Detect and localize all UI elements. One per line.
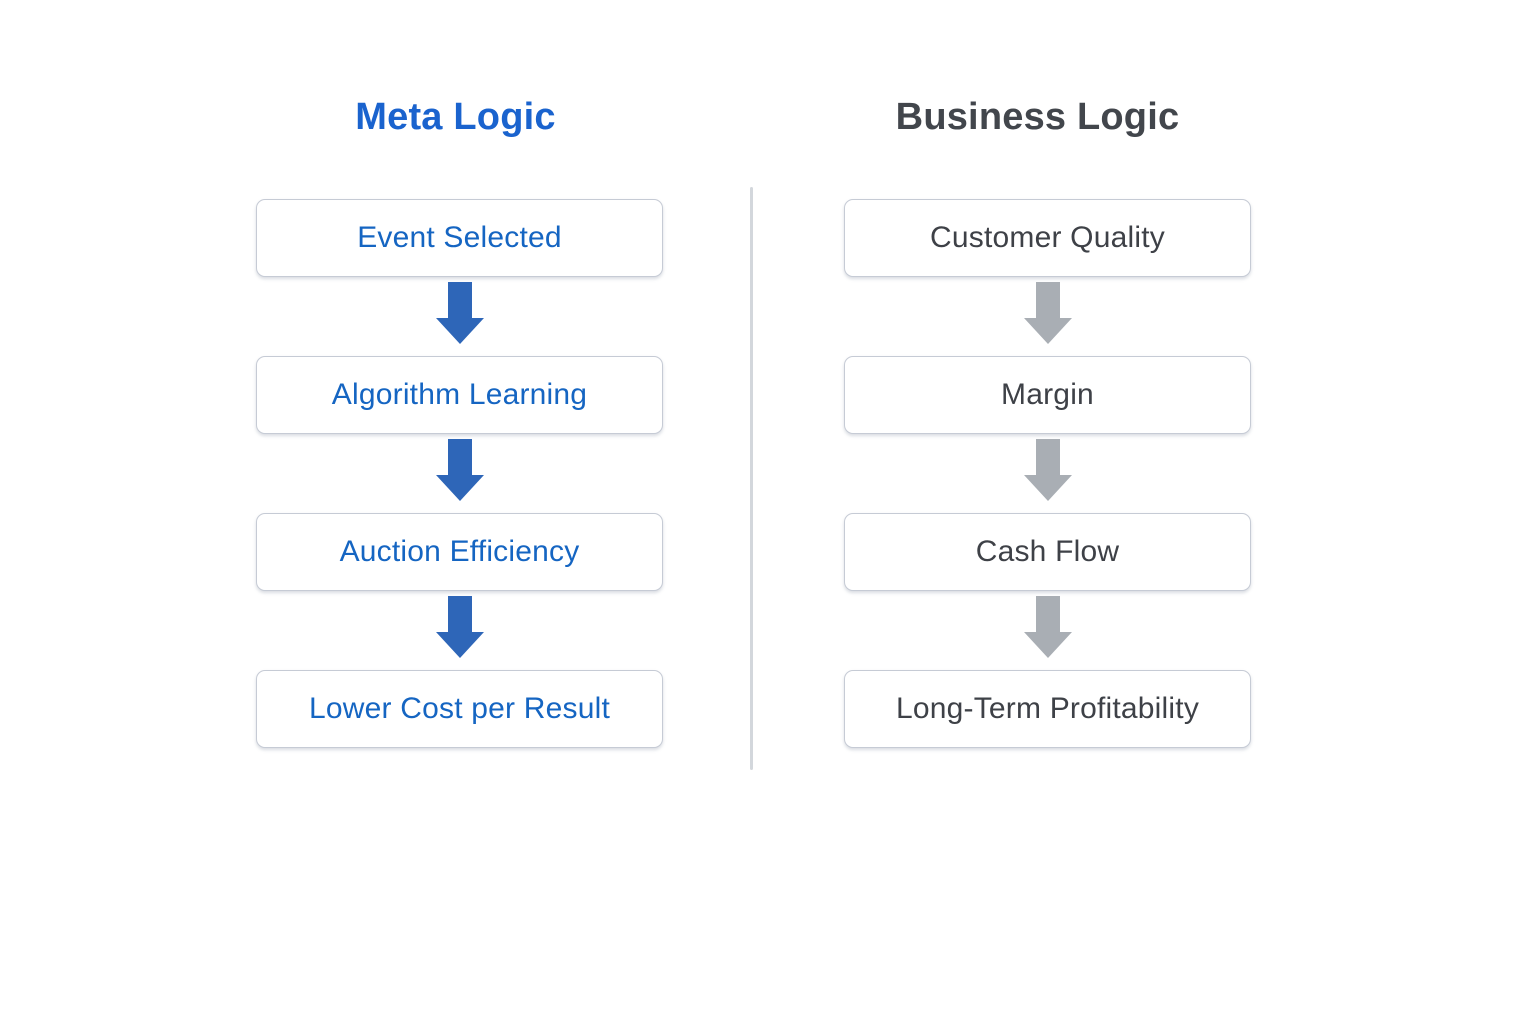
down-arrow-icon <box>435 439 484 501</box>
business-logic-title: Business Logic <box>895 96 1180 138</box>
step-box-long-term-profitability: Long-Term Profitability <box>844 670 1251 748</box>
meta-logic-title: Meta Logic <box>355 96 556 138</box>
business-logic-flow: Customer Quality Margin Cash Flow <box>844 199 1251 748</box>
step-box-customer-quality: Customer Quality <box>844 199 1251 277</box>
step-box-cash-flow: Cash Flow <box>844 513 1251 591</box>
down-arrow-icon <box>435 596 484 658</box>
meta-logic-flow: Event Selected Algorithm Learning Auctio… <box>256 199 663 748</box>
down-arrow-icon <box>1023 282 1072 344</box>
step-box-auction-efficiency: Auction Efficiency <box>256 513 663 591</box>
down-arrow-icon <box>435 282 484 344</box>
step-box-lower-cost-per-result: Lower Cost per Result <box>256 670 663 748</box>
down-arrow-icon <box>1023 596 1072 658</box>
step-box-margin: Margin <box>844 356 1251 434</box>
column-divider <box>750 187 753 770</box>
down-arrow-icon <box>1023 439 1072 501</box>
step-box-event-selected: Event Selected <box>256 199 663 277</box>
step-box-algorithm-learning: Algorithm Learning <box>256 356 663 434</box>
